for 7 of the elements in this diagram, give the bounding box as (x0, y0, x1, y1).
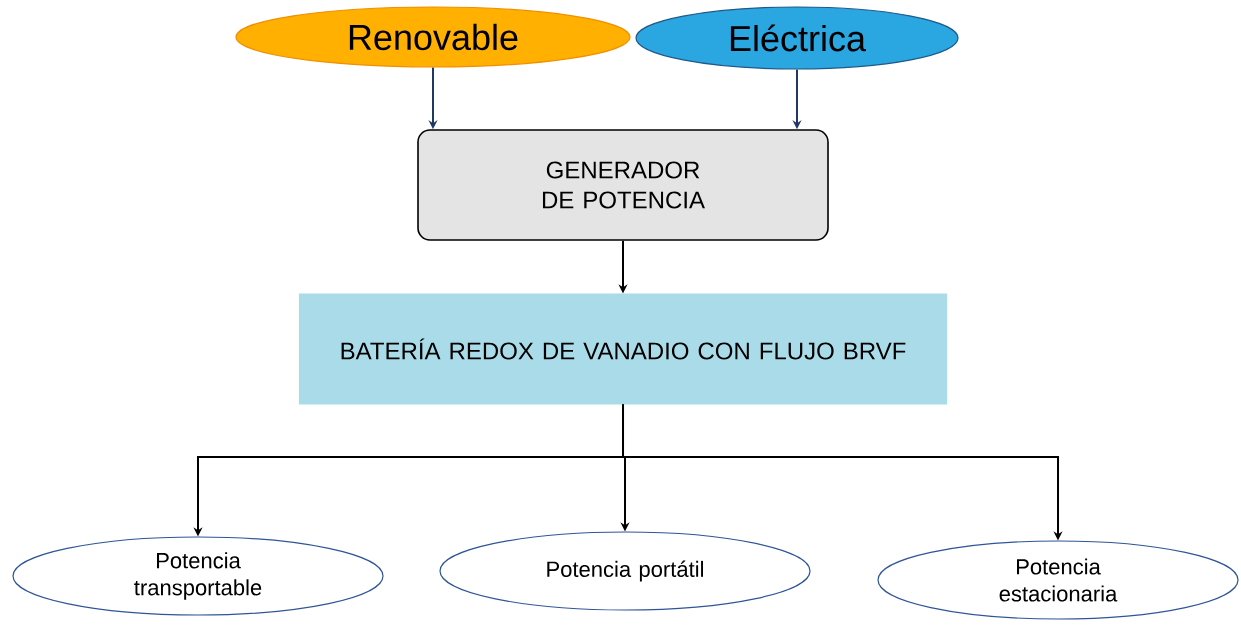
oval-label: Eléctrica (635, 6, 959, 70)
output-oval: Potencia estacionaria (877, 540, 1239, 620)
process-box: BATERÍA REDOX DE VANADIO CON FLUJO BRVF (298, 293, 948, 405)
oval-label: Renovable (235, 6, 631, 68)
output-oval: Potencia transportable (12, 536, 384, 616)
process-box: GENERADOR DE POTENCIA (417, 129, 829, 241)
output-oval: Potencia portátil (439, 531, 811, 611)
